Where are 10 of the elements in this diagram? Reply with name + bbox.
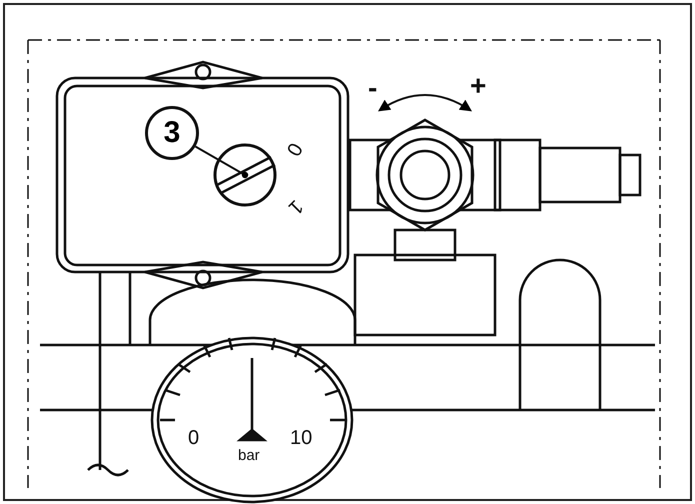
leader-line [194,146,248,178]
scale-label: 0 [188,428,200,448]
position-label: 1 [284,196,307,218]
unit-label: bar [238,446,260,466]
position-label: 0 [284,140,307,160]
callout-number: 3 [145,106,199,160]
scale-label: 10 [290,428,312,448]
sign-label: + [470,76,486,96]
selector-knob [213,143,277,207]
sign-label: - [368,78,378,98]
